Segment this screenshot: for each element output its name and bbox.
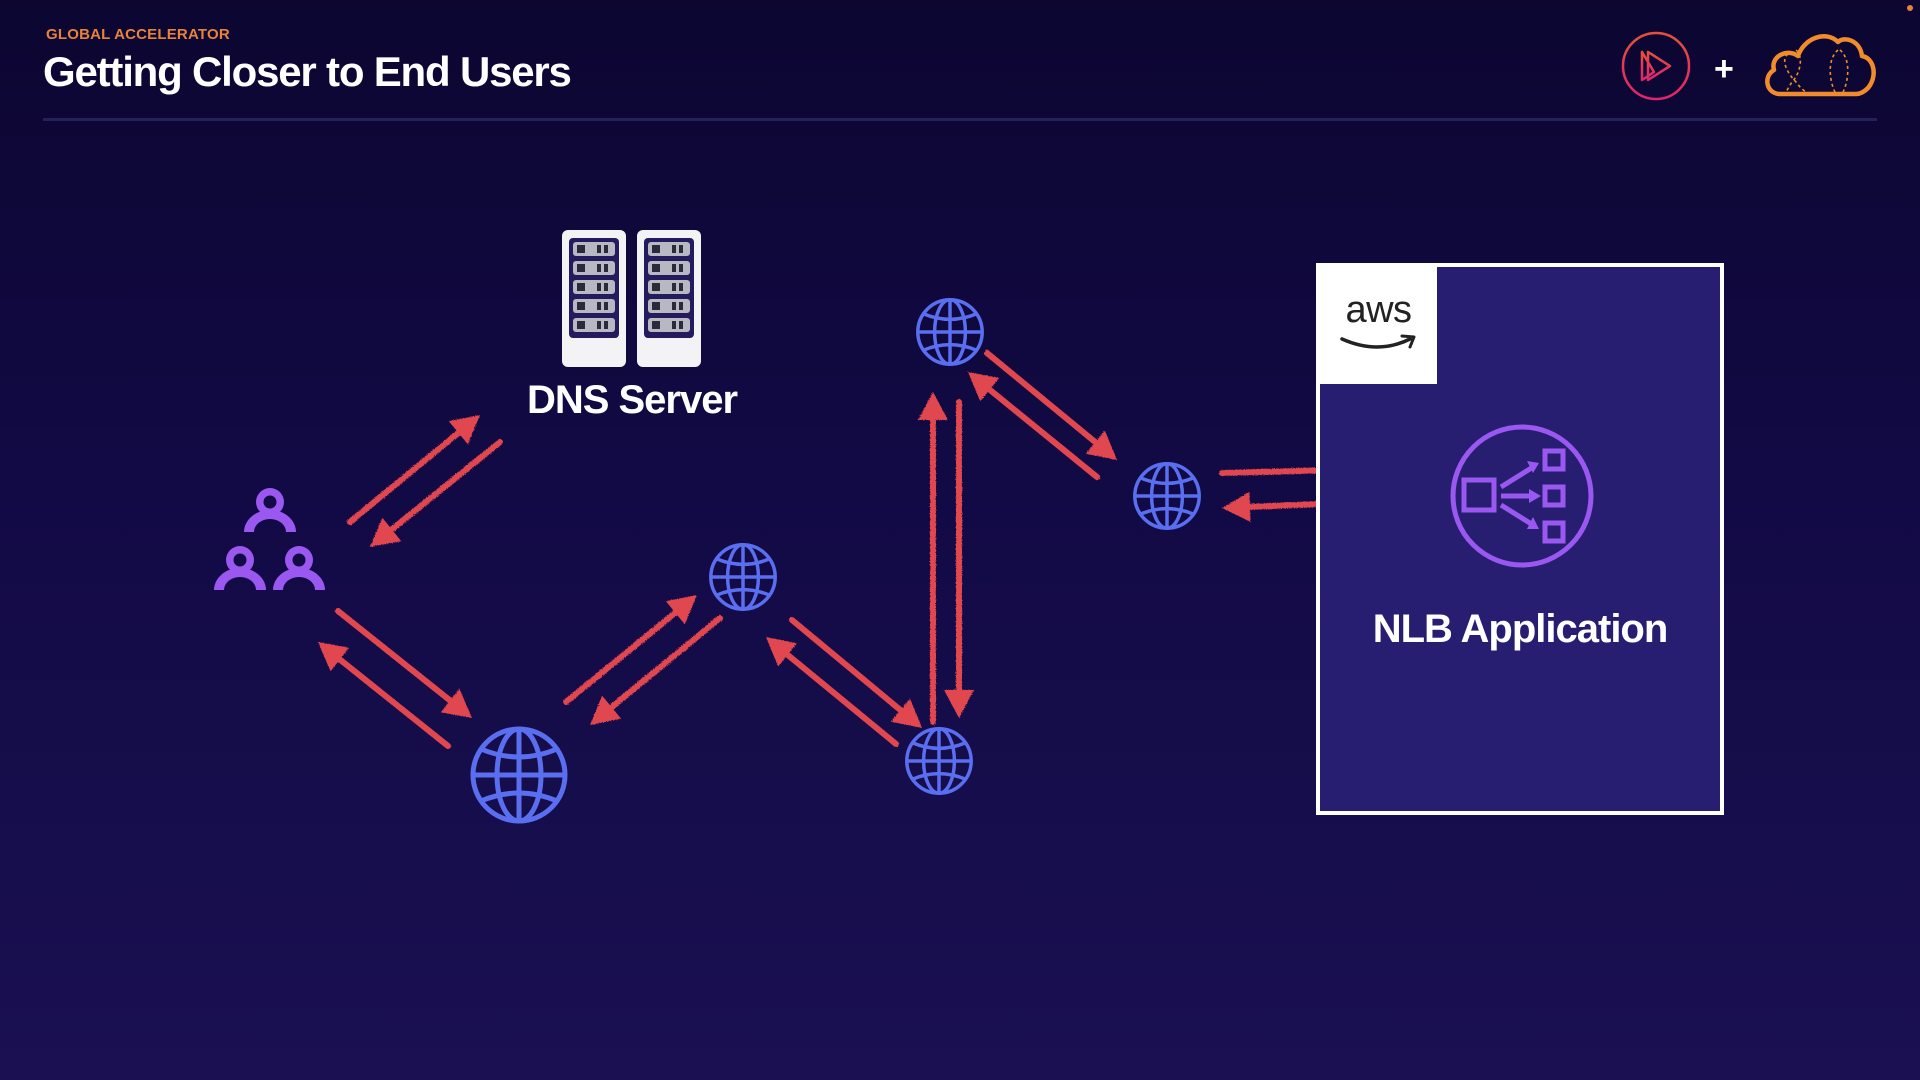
connection-arrow-head: [1222, 491, 1251, 522]
connection-arrow-shaft: [784, 651, 899, 747]
connection-arrow-shaft: [608, 615, 723, 711]
connection-arrow-head: [1085, 430, 1117, 460]
connection-arrow-head: [448, 415, 480, 445]
aws-smile-icon: [1340, 334, 1416, 349]
connection-arrow-shaft: [388, 439, 503, 533]
globe-icon: [1133, 462, 1201, 530]
connection-arrow-head: [968, 372, 1000, 402]
globe-icon: [916, 298, 984, 366]
connection-arrow-shaft: [986, 386, 1100, 480]
connection-arrow-head: [318, 642, 350, 672]
connection-arrow-shaft: [789, 617, 904, 714]
globe-icon: [905, 727, 973, 795]
connection-arrow-head: [665, 595, 697, 625]
connection-arrow-head: [944, 690, 974, 718]
users-group-icon: [214, 488, 325, 590]
connection-arrow-head: [890, 698, 922, 728]
connection-arrow-shaft: [336, 656, 451, 749]
dns-server-label: DNS Server: [526, 378, 738, 422]
play-circle-logo-icon: [1621, 31, 1691, 101]
connection-arrow-head: [590, 695, 622, 725]
globe-icon: [473, 729, 565, 821]
connection-arrow-head: [440, 688, 472, 718]
network-load-balancer-icon: [1450, 424, 1594, 568]
status-indicator-dot: [1907, 5, 1913, 11]
connection-arrow-shaft: [984, 350, 1099, 446]
connection-arrow-head: [766, 637, 798, 667]
connection-arrow-shaft: [563, 609, 679, 705]
aws-region-box: aws NLB Application: [1316, 263, 1724, 815]
brand-plus: +: [1714, 50, 1734, 88]
connection-arrow-head: [918, 392, 948, 420]
aws-logo-text: aws: [1345, 289, 1412, 331]
page-title: Getting Closer to End Users: [43, 48, 572, 95]
connection-arrow-head: [370, 517, 402, 547]
section-eyebrow: GLOBAL ACCELERATOR: [46, 26, 230, 43]
connection-arrow-shaft: [347, 429, 462, 525]
title-divider: [43, 118, 1877, 121]
connection-arrow-shaft: [335, 608, 454, 704]
globe-icon: [709, 543, 777, 611]
server-rack-icon: [562, 230, 701, 367]
cloud-logo-icon: [1765, 34, 1876, 97]
aws-logo: aws: [1320, 267, 1437, 384]
nlb-application-label: NLB Application: [1372, 607, 1669, 651]
